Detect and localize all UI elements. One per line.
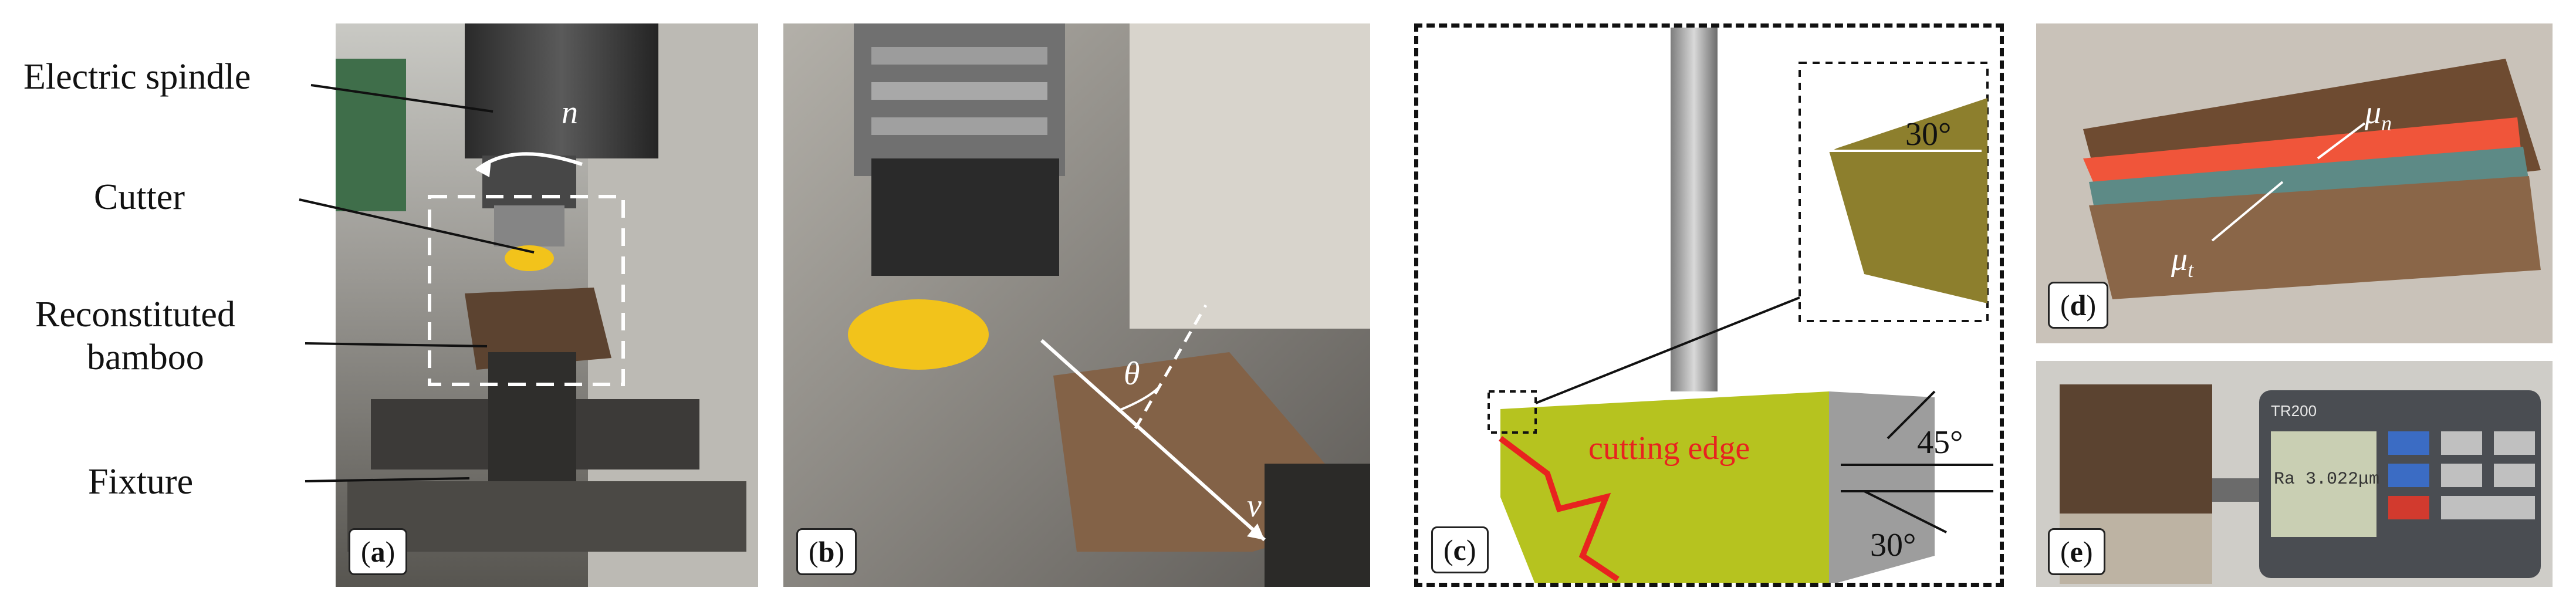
tester-brand: TR200	[2271, 402, 2317, 420]
panel-c-scene	[1488, 28, 1993, 583]
label-reconstituted-line2: bamboo	[87, 337, 204, 377]
panel-a-tag: (a)	[349, 528, 408, 575]
panel-b-tag: (b)	[796, 528, 857, 575]
panel-b-scene	[783, 23, 1370, 587]
panel-e-scene	[2060, 384, 2541, 584]
panel-c-tag: (c)	[1431, 526, 1489, 573]
cutter-b	[848, 299, 989, 370]
panel-e-tag: (e)	[2048, 528, 2105, 575]
label-cutter: Cutter	[94, 177, 185, 217]
mu-t-label: μt	[2171, 241, 2194, 282]
mu-n-label: μn	[2365, 94, 2392, 136]
panel-d-photo: μn μt (d)	[2036, 23, 2553, 343]
panel-c-drawing: cutting edge 45° 30° 30° (c)	[1414, 23, 2004, 587]
tester-readout: Ra 3.022μm	[2274, 469, 2380, 489]
angle-45: 45°	[1917, 424, 1963, 461]
mu-t-band	[2089, 147, 2529, 211]
tester-display	[2271, 431, 2376, 537]
panel-e-photo: TR200 Ra 3.022μm (e)	[2036, 361, 2553, 587]
panel-d-scene	[2083, 59, 2541, 299]
bamboo-block	[465, 288, 611, 370]
angle-theta: θ	[1124, 356, 1140, 392]
cutter-shank	[1671, 28, 1718, 391]
cutter	[505, 245, 554, 271]
cutting-edge-label: cutting edge	[1588, 430, 1750, 467]
panel-a-scene	[336, 23, 758, 587]
angle-30-bottom: 30°	[1870, 527, 1916, 563]
velocity-v: v	[1247, 488, 1262, 524]
label-electric-spindle: Electric spindle	[23, 57, 251, 97]
panel-d-tag: (d)	[2048, 282, 2109, 329]
zoom-box	[428, 195, 625, 386]
panel-b-photo: θ v (b)	[783, 23, 1370, 587]
label-reconstituted-line1: Reconstituted	[35, 295, 235, 335]
cutting-edge-line	[1499, 436, 1620, 582]
spindle	[465, 23, 658, 158]
spindle-collet	[871, 158, 1059, 276]
rotation-symbol: n	[562, 94, 578, 131]
angle-30-inset: 30°	[1905, 116, 1952, 153]
label-fixture: Fixture	[88, 462, 194, 502]
cutter-body	[1500, 391, 1829, 583]
panel-a-photo: n (a)	[336, 23, 758, 587]
bamboo-sample	[2060, 384, 2212, 514]
